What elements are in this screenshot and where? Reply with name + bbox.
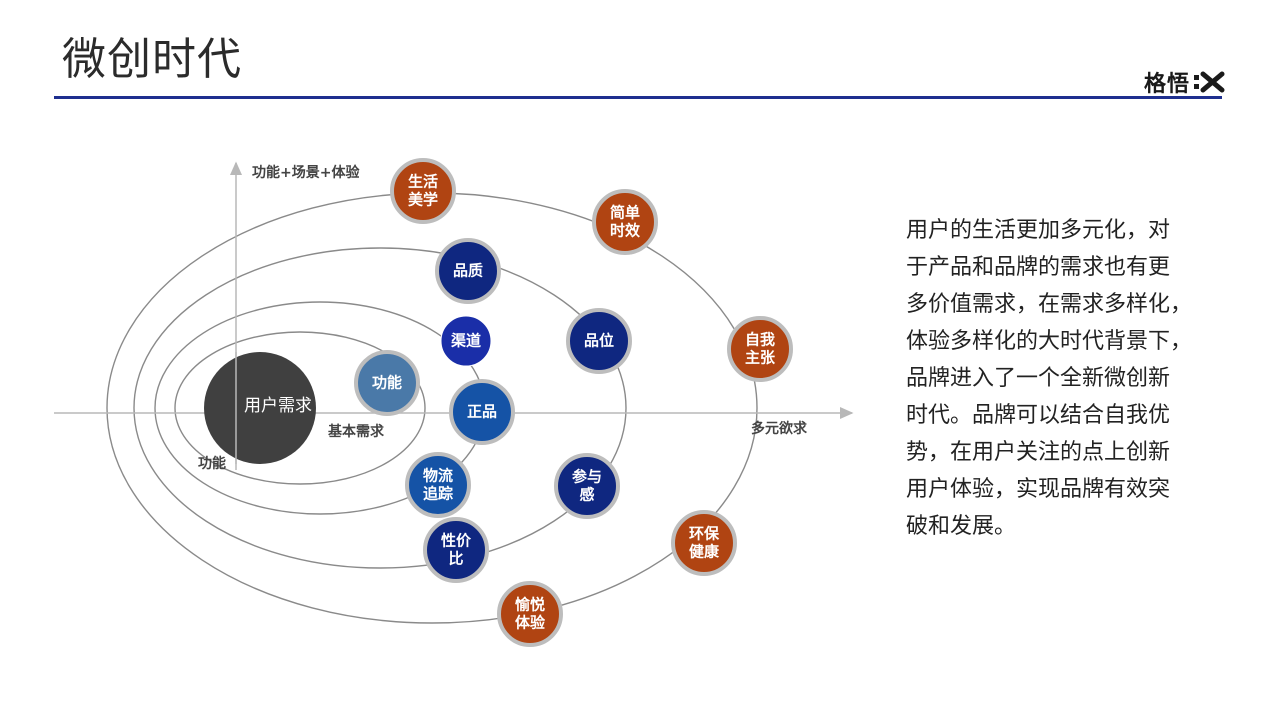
center-circle xyxy=(204,352,316,464)
node-label: 主张 xyxy=(745,349,776,367)
node-circle xyxy=(554,453,620,519)
node-circle xyxy=(449,379,515,445)
paragraph-line: 时代。品牌可以结合自我优 xyxy=(906,403,1171,428)
ring-label-function: 功能 xyxy=(198,455,226,472)
node-xingjiabi: 性价比 xyxy=(423,517,489,583)
paragraph-line: 于产品和品牌的需求也有更 xyxy=(906,255,1171,280)
node-label: 比 xyxy=(448,550,463,568)
paragraph-line: 品牌进入了一个全新微创新 xyxy=(906,366,1171,391)
node-circle xyxy=(727,316,793,382)
page-title: 微创时代 xyxy=(62,34,242,85)
paragraph-line: 多价值需求，在需求多样化， xyxy=(906,292,1193,317)
brand-logo: 格悟 xyxy=(1144,66,1225,98)
node-gongneng: 功能 xyxy=(354,350,420,416)
node-circle xyxy=(435,238,501,304)
ring-mid xyxy=(133,247,627,569)
x-axis-label: 多元欲求 xyxy=(751,420,808,437)
node-circle xyxy=(497,581,563,647)
node-label: 简单 xyxy=(610,204,640,222)
node-circle xyxy=(440,315,492,367)
node-label: 环保 xyxy=(689,525,720,543)
node-zhengpin: 正品 xyxy=(449,379,515,445)
node-pinwei: 品位 xyxy=(566,308,632,374)
node-label: 体验 xyxy=(515,614,546,632)
ring-core xyxy=(174,331,426,485)
center-label: 用户需求 xyxy=(244,396,312,416)
node-label: 物流 xyxy=(423,467,453,485)
node-label: 自我 xyxy=(745,331,775,349)
node-circle xyxy=(592,189,658,255)
paragraph-line: 破和发展。 xyxy=(906,514,1017,539)
node-label: 参与 xyxy=(572,468,602,486)
node-circle xyxy=(566,308,632,374)
node-label: 功能 xyxy=(372,374,402,392)
node-label: 时效 xyxy=(610,222,641,240)
y-axis-label: 功能+场景+体验 xyxy=(252,164,360,181)
node-canyu: 参与感 xyxy=(554,453,620,519)
logo-mark-icon xyxy=(1193,71,1225,93)
node-pinzhi: 品质 xyxy=(435,238,501,304)
node-label: 健康 xyxy=(689,543,720,561)
paragraph-line: 用户体验，实现品牌有效突 xyxy=(906,477,1171,502)
node-circle xyxy=(423,517,489,583)
node-label: 正品 xyxy=(467,403,497,421)
node-label: 渠道 xyxy=(451,332,481,350)
node-circle xyxy=(390,158,456,224)
node-label: 品位 xyxy=(584,332,614,350)
node-label: 品质 xyxy=(453,262,483,280)
paragraph-line: 势，在用户关注的点上创新 xyxy=(906,440,1171,465)
node-circle xyxy=(405,452,471,518)
node-circle xyxy=(354,350,420,416)
node-label: 追踪 xyxy=(423,485,453,503)
description-paragraph: 用户的生活更加多元化，对 于产品和品牌的需求也有更 多价值需求，在需求多样化， … xyxy=(906,212,1216,545)
paragraph-line: 体验多样化的大时代背景下， xyxy=(906,329,1193,354)
node-label: 生活 xyxy=(408,173,438,191)
node-qudao: 渠道 xyxy=(440,315,492,367)
ring-label-basic-needs: 基本需求 xyxy=(328,423,385,440)
node-circle xyxy=(671,510,737,576)
paragraph-line: 用户的生活更加多元化，对 xyxy=(906,218,1171,243)
node-label: 性价 xyxy=(441,532,472,550)
needs-orbit-diagram: 功能+场景+体验 多元欲求 用户需求 基本需求 功能 生活美学简单时效自我主张环… xyxy=(54,158,854,647)
node-label: 美学 xyxy=(408,191,438,209)
title-underline xyxy=(54,96,1222,99)
node-label: 愉悦 xyxy=(515,596,545,614)
logo-text: 格悟 xyxy=(1143,72,1190,97)
node-label: 感 xyxy=(579,486,594,504)
